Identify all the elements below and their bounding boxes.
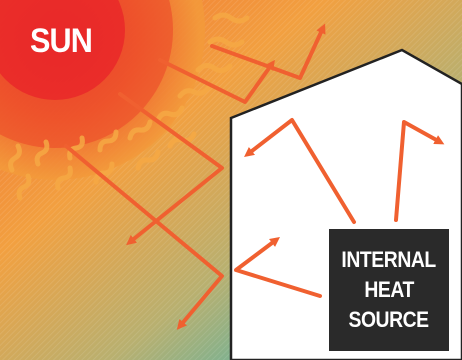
arrow-icon — [234, 237, 322, 298]
arrow-icon — [210, 23, 326, 80]
solar-arrows — [64, 23, 326, 330]
arrow-icon — [158, 58, 275, 104]
arrow-icon — [118, 92, 224, 246]
arrow-icon — [64, 144, 224, 330]
arrow-icon — [394, 120, 445, 222]
sun-label: SUN — [30, 22, 93, 60]
heat-source-line-2: HEAT — [364, 277, 414, 302]
sun-icon — [0, 0, 250, 201]
heat-source-line-3: SOURCE — [348, 307, 430, 332]
arrow-icon — [244, 118, 356, 224]
heat-source-line-1: INTERNAL — [341, 247, 437, 272]
internal-arrows — [234, 118, 445, 298]
internal-heat-source-box: INTERNAL HEAT SOURCE — [329, 229, 449, 351]
